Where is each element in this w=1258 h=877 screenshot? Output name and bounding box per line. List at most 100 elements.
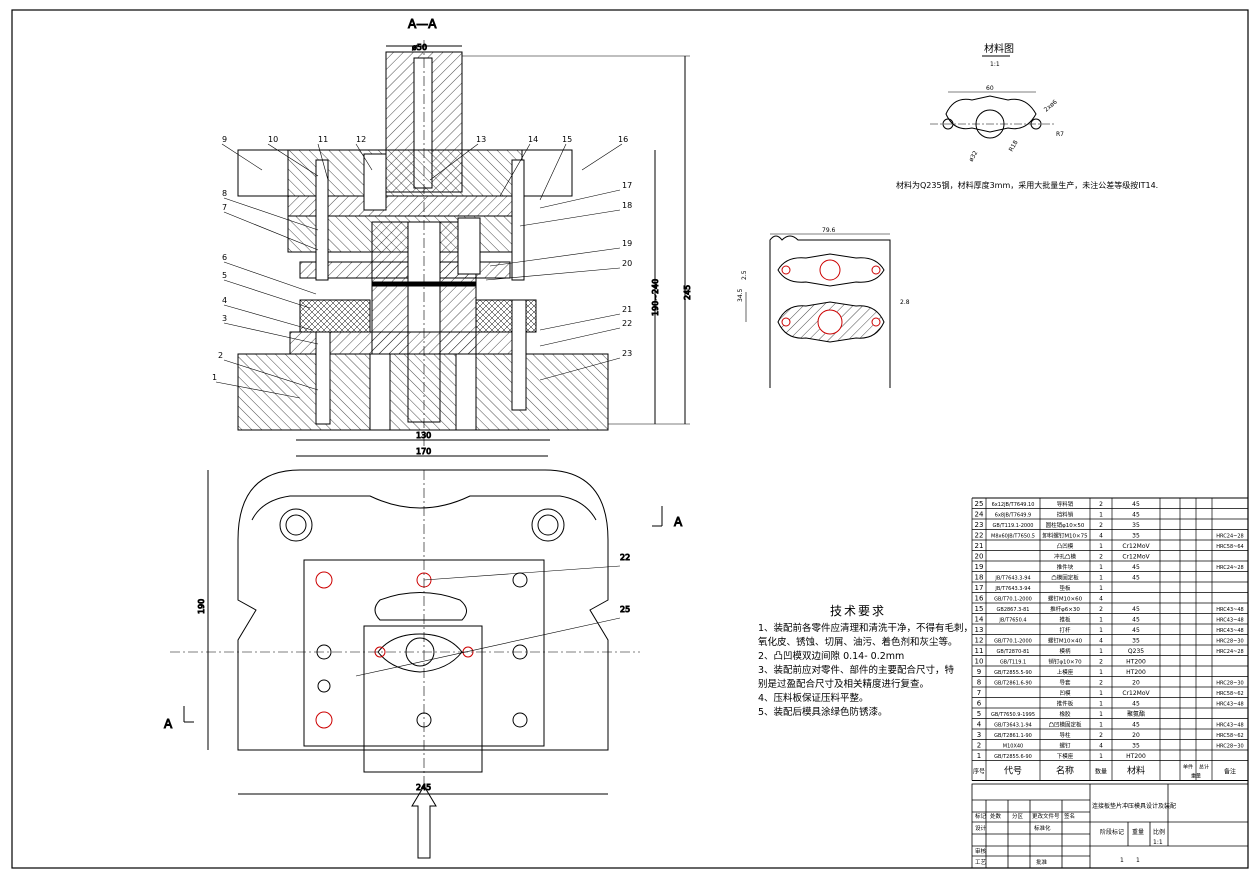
bom-cell: 单件 — [1183, 764, 1193, 771]
tech-item: 5、装配后模具涂绿色防锈漆。 — [758, 707, 888, 718]
mat-dim-r2: R18 — [1008, 139, 1020, 153]
bom-cell: 销钉φ10×70 — [1048, 658, 1082, 666]
mat-dim-hole-small: 2xø6 — [1043, 99, 1059, 114]
bom-cell: 1 — [1099, 701, 1103, 708]
bom-cell: M8x60JB/T7650.5 — [991, 534, 1035, 540]
change-doc-label: 更改文件号 — [1032, 812, 1060, 820]
bom-cell: HRC24~28 — [1216, 534, 1243, 540]
sheet-border — [11, 9, 1249, 869]
strip-edge: 2.8 — [900, 299, 910, 306]
bom-cell: 推杆φ6×30 — [1050, 605, 1080, 613]
part-number-label: 7 — [222, 203, 227, 212]
bom-cell: 4 — [1099, 596, 1103, 603]
bom-cell: HRC28~30 — [1216, 639, 1243, 645]
stage-mark: 阶段标记 — [1100, 828, 1124, 836]
bom-cell: HRC58~62 — [1216, 691, 1243, 697]
sheets-count: 1 — [1120, 857, 1124, 864]
bom-cell: 14 — [975, 616, 984, 624]
bom-cell: 10 — [975, 658, 984, 666]
bom-cell: 8 — [977, 679, 981, 687]
bom-cell: JB/T7643.3-94 — [994, 576, 1030, 582]
bom-cell: GB/T2870-81 — [997, 649, 1030, 655]
bom-cell: 1 — [1099, 669, 1103, 676]
dim-width: 130 — [416, 431, 431, 440]
bom-cell: HT200 — [1126, 659, 1146, 666]
dim-190: 190 — [197, 599, 206, 614]
bom-cell: 35 — [1132, 743, 1140, 750]
bom-cell: 1 — [1099, 564, 1103, 571]
bom-cell: 35 — [1132, 533, 1140, 540]
bom-cell: 推板 — [1059, 616, 1071, 624]
bom-cell: 数量 — [1095, 768, 1107, 776]
bom-cell: 2 — [1099, 554, 1103, 561]
material-note: 材料为Q235钢，材料厚度3mm，采用大批量生产，未注公差等级按IT14. — [896, 180, 1158, 190]
bom-cell: 4 — [1099, 533, 1103, 540]
bom-cell: GB/T2855.6-90 — [994, 754, 1032, 760]
bom-cell: GB/T7650.9-1995 — [991, 712, 1035, 718]
weight-label: 重量 — [1132, 828, 1144, 836]
bom-cell: Cr12MoV — [1122, 554, 1150, 561]
part-num-25-plan: 25 — [620, 605, 630, 614]
sign-label: 签名 — [1064, 812, 1075, 820]
bom-cell: 21 — [975, 542, 984, 550]
bom-cell: 橡胶 — [1059, 710, 1071, 718]
bom-cell: 7 — [977, 689, 981, 697]
part-number-label: 3 — [222, 314, 227, 323]
part-number-label: 15 — [562, 135, 572, 144]
bom-cell: 45 — [1132, 701, 1140, 708]
part-number-label: 9 — [222, 135, 227, 144]
bom-cell: 35 — [1132, 522, 1140, 529]
bom-cell: 45 — [1132, 606, 1140, 613]
title-block-text: 连接板垫片冲压模具设计及装配 阶段标记 重量 比例 1:1 标记 处数 分区 更… — [975, 802, 1176, 866]
bom-cell: 2 — [1099, 501, 1103, 508]
bom-cell: 凸凹模固定板 — [1048, 721, 1082, 729]
bom-cell: 45 — [1132, 627, 1140, 634]
plan-view: 170 190 245 A A 22 25 — [164, 447, 684, 859]
bom-cell: 6x8JB/T7649.9 — [995, 513, 1031, 519]
bom-cell: 13 — [975, 626, 984, 634]
bom-cell: GB2867.3-81 — [997, 607, 1030, 613]
bom-cell: GB/T2855.5-90 — [994, 670, 1032, 676]
bom-cell: 螺钉M10×40 — [1048, 637, 1083, 645]
part-number-label: 12 — [356, 135, 366, 144]
bom-cell: 1 — [1099, 648, 1103, 655]
bom-cell: 序号 — [973, 768, 985, 776]
bom-cell: 45 — [1132, 722, 1140, 729]
mat-dim-len: 60 — [986, 85, 994, 92]
part-number-label: 16 — [618, 135, 628, 144]
bom-cell: 4 — [977, 721, 982, 729]
title-block — [971, 783, 1249, 869]
bom-cell: 垫板 — [1059, 584, 1071, 592]
bom-cell: 1 — [977, 752, 981, 760]
strip-width: 79.6 — [822, 227, 836, 234]
bom-cell: 17 — [975, 584, 984, 592]
zone-label: 分区 — [1012, 812, 1024, 820]
bom-cell: 卸料螺钉M10×75 — [1042, 532, 1088, 540]
bom-cell: 总计 — [1199, 764, 1209, 771]
bom-cell: 导料销 — [1057, 500, 1074, 508]
bom-cell: GB/T119.1-2000 — [993, 523, 1034, 529]
tech-item: 氧化皮、锈蚀、切屑、油污、着色剂和灰尘等。 — [758, 637, 958, 648]
bom-cell: 45 — [1132, 512, 1140, 519]
bom-cell: HT200 — [1126, 669, 1146, 676]
bom-cell: 导套 — [1059, 679, 1071, 687]
bom-cell: 聚氨酯 — [1127, 710, 1145, 718]
part-number-label: 23 — [622, 349, 632, 358]
bom-cell: GB/T70.1-2000 — [994, 597, 1032, 603]
part-number-label: 22 — [622, 319, 632, 328]
process-label: 工艺 — [975, 859, 987, 866]
bom-cell: HRC58~62 — [1216, 733, 1243, 739]
section-mark-right: A — [674, 515, 683, 529]
scale-value: 1:1 — [1153, 839, 1163, 846]
bom-cell: 重量 — [1191, 773, 1201, 780]
bom-cell: HT200 — [1126, 753, 1146, 760]
mark-label: 标记 — [975, 812, 987, 820]
bom-cell: 下模座 — [1057, 752, 1074, 760]
bom-cell: 名称 — [1056, 765, 1074, 777]
bom-cell: M10X40 — [1003, 744, 1023, 750]
bom-cell: Cr12MoV — [1122, 690, 1150, 697]
section-mark-left: A — [164, 717, 173, 731]
bom-cell: 9 — [977, 668, 981, 676]
